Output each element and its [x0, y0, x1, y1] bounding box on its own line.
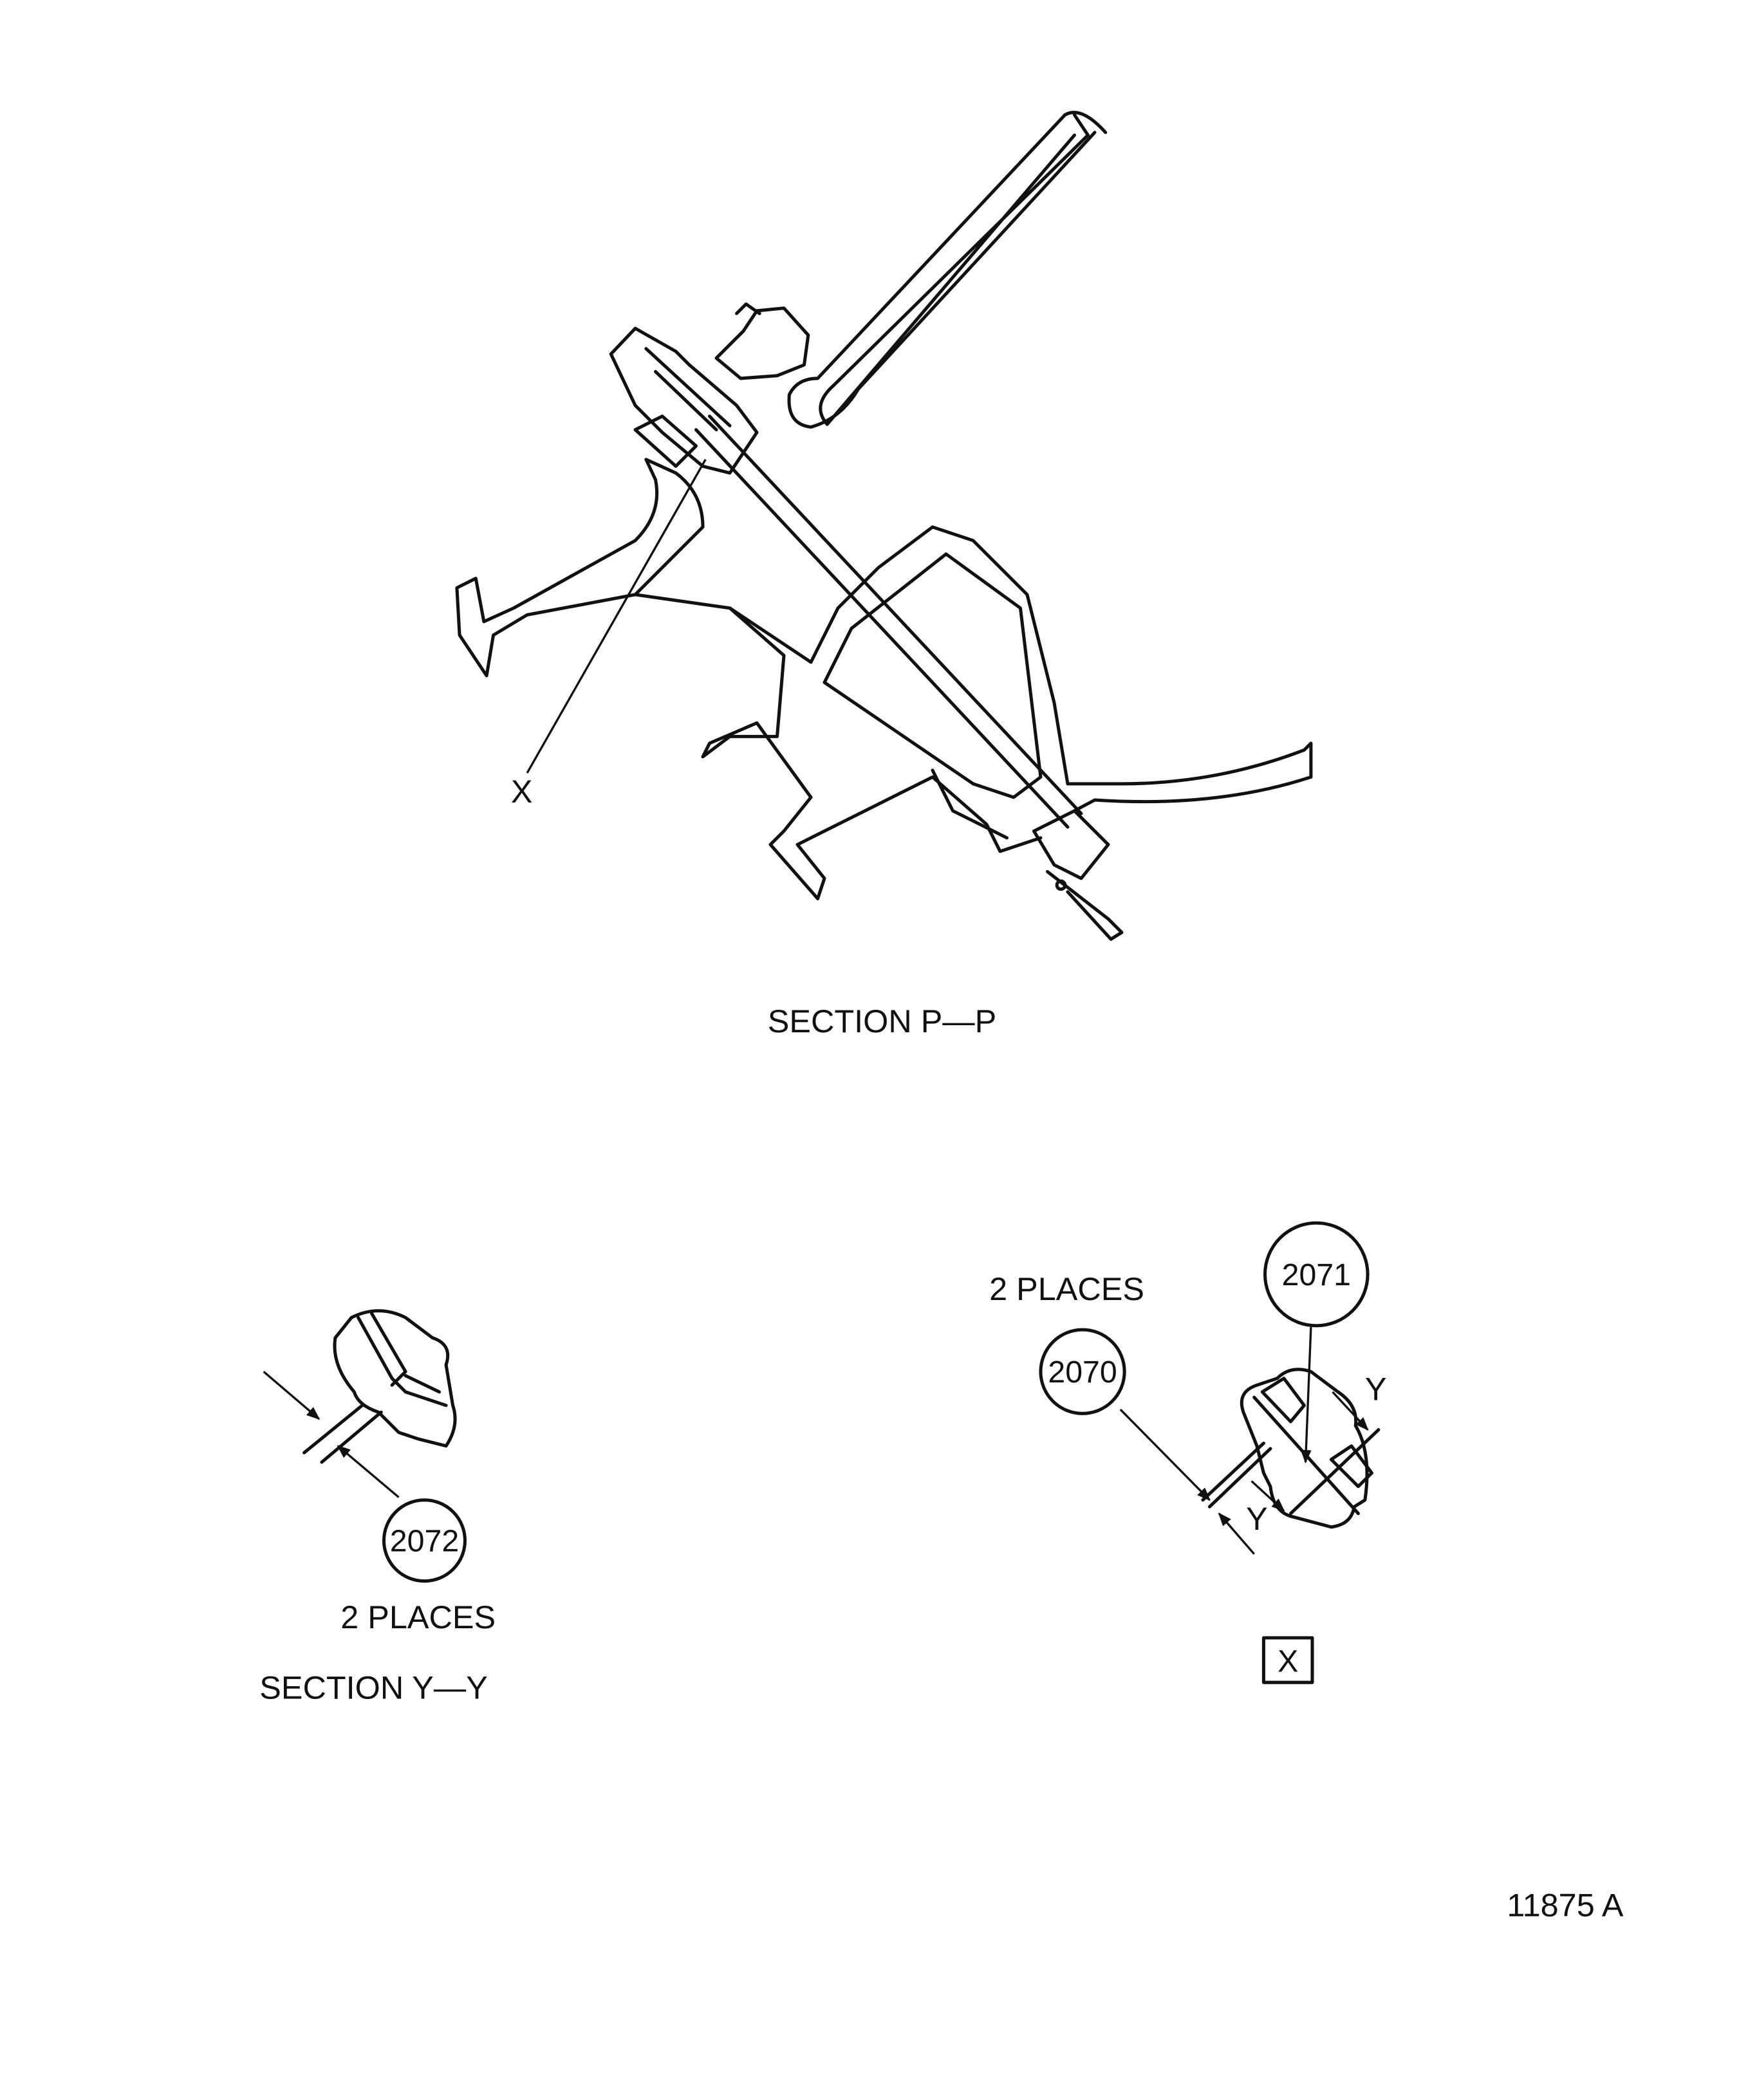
- dimension-arrow-left: [263, 1370, 321, 1420]
- dimension-arrow-right: [337, 1445, 400, 1498]
- balloon-2071: 2071: [1263, 1221, 1370, 1328]
- balloon-2072: 2072: [382, 1498, 467, 1583]
- detail-x-callout: X: [511, 773, 533, 810]
- detail-x-leader-line: [526, 459, 707, 774]
- lower-connector: [1032, 809, 1124, 941]
- section-yy-drawing: [302, 1309, 457, 1464]
- detail-x-places-note: 2 PLACES: [989, 1270, 1144, 1307]
- section-mark-y-upper: Y: [1365, 1370, 1387, 1407]
- section-arrow-lower: [1250, 1480, 1285, 1512]
- section-yy-places-note: 2 PLACES: [340, 1599, 496, 1635]
- detail-x-label: X: [1278, 1644, 1298, 1678]
- bracket-part: [1240, 1368, 1369, 1529]
- casing-right: [633, 525, 1313, 813]
- balloon-2070: 2070: [1039, 1328, 1126, 1415]
- section-yy-title: SECTION Y—Y: [259, 1669, 488, 1705]
- leader-2071: [1300, 1326, 1312, 1464]
- leader-2070: [1119, 1408, 1211, 1501]
- casing-left: [455, 458, 705, 678]
- svg-text:2072: 2072: [390, 1524, 459, 1559]
- probe-rod: [694, 414, 1083, 829]
- section-pp-title: SECTION P—P: [768, 1003, 996, 1039]
- section-mark-y-lower: Y: [1246, 1500, 1268, 1537]
- rivet-head: [333, 1309, 457, 1448]
- figure-number: 11875 A: [1507, 1886, 1624, 1923]
- section-arrow-upper: [1332, 1391, 1369, 1431]
- svg-text:2070: 2070: [1048, 1355, 1117, 1389]
- top-fitting: [609, 326, 759, 475]
- upper-duct: [819, 113, 1090, 426]
- dimension-arrow-2070: [1218, 1512, 1255, 1555]
- detail-x-drawing: [1201, 1368, 1380, 1529]
- svg-text:2071: 2071: [1282, 1258, 1351, 1292]
- detail-x-label-box: [1261, 1636, 1314, 1684]
- section-pp-drawing: [455, 111, 1313, 941]
